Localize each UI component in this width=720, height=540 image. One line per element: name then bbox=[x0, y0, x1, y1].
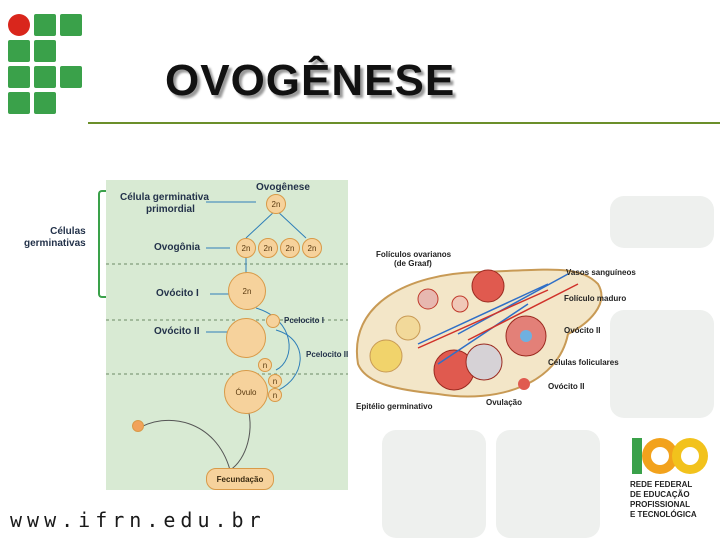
sperm-cell bbox=[132, 420, 144, 432]
label-epitelio: Epitélio germinativo bbox=[356, 402, 433, 411]
label-vasos: Vasos sanguíneos bbox=[566, 268, 636, 277]
cell-ovogonia: 2n bbox=[236, 238, 256, 258]
badge-text: REDE FEDERAL DE EDUCAÇÃO PROFISSIONAL E … bbox=[630, 480, 697, 519]
cell-polar-body: n bbox=[268, 388, 282, 402]
bg-square bbox=[382, 430, 486, 538]
cell-ovogonia: 2n bbox=[258, 238, 278, 258]
slide-title: OVOGÊNESE bbox=[165, 56, 456, 105]
diagram-heading: Ovogênese bbox=[256, 182, 310, 193]
label-foliculos-line1: Folículos ovarianos bbox=[376, 250, 452, 259]
label-primordial-line1: Célula germinativa bbox=[120, 192, 209, 203]
website-url: www.ifrn.edu.br bbox=[10, 508, 266, 532]
side-label-germ-cells: Células germinativas bbox=[24, 226, 86, 249]
cell-primordial: 2n bbox=[266, 194, 286, 214]
bg-square bbox=[610, 196, 714, 248]
cell-polar-body: n bbox=[258, 358, 272, 372]
label-ovocito-2: Ovócito II bbox=[564, 326, 601, 335]
cell-ovocito-1: 2n bbox=[228, 272, 266, 310]
centenary-logo bbox=[632, 438, 708, 474]
label-ovogonia: Ovogônia bbox=[154, 242, 201, 253]
bg-square bbox=[610, 310, 714, 418]
label-ovocito-2: Ovócito II bbox=[154, 326, 200, 337]
logo-red-dot bbox=[8, 14, 30, 36]
label-ovocito-2b: Ovócito II bbox=[548, 382, 585, 391]
label-foliculo-maduro: Folículo maduro bbox=[564, 294, 627, 303]
oogenesis-diagram: Ovogênese Célula germinativa primordial … bbox=[106, 180, 348, 490]
label-celulas-foliculares: Células foliculares bbox=[548, 358, 619, 367]
label-ovulacao: Ovulação bbox=[486, 398, 523, 407]
cell-polar-body: n bbox=[268, 374, 282, 388]
fecundacao-badge: Fecundação bbox=[206, 468, 274, 490]
ovary-illustration bbox=[355, 268, 603, 398]
rede-federal-badge: REDE FEDERAL DE EDUCAÇÃO PROFISSIONAL E … bbox=[626, 432, 714, 536]
bg-square bbox=[496, 430, 600, 538]
cell-ovogonia: 2n bbox=[280, 238, 300, 258]
brace bbox=[98, 190, 106, 298]
label-ovocito-1: Ovócito I bbox=[156, 288, 199, 299]
label-primordial-line2: primordial bbox=[146, 204, 195, 215]
label-foliculos-line2: (de Graaf) bbox=[394, 259, 432, 268]
cell-ovulo: Óvulo bbox=[224, 370, 268, 414]
label-pcelocito-2: Pcelocito II bbox=[306, 350, 349, 359]
cell-ovocito-2 bbox=[226, 318, 266, 358]
title-rule bbox=[88, 122, 720, 124]
ovary-diagram: Folículos ovarianos (de Graaf) Vasos san… bbox=[348, 244, 648, 418]
cell-polar-body bbox=[266, 314, 280, 328]
institution-logo bbox=[8, 14, 84, 114]
diagram-lines bbox=[106, 201, 348, 471]
cell-ovogonia: 2n bbox=[302, 238, 322, 258]
label-pcelocito-1: Pcelocito I bbox=[284, 316, 325, 325]
